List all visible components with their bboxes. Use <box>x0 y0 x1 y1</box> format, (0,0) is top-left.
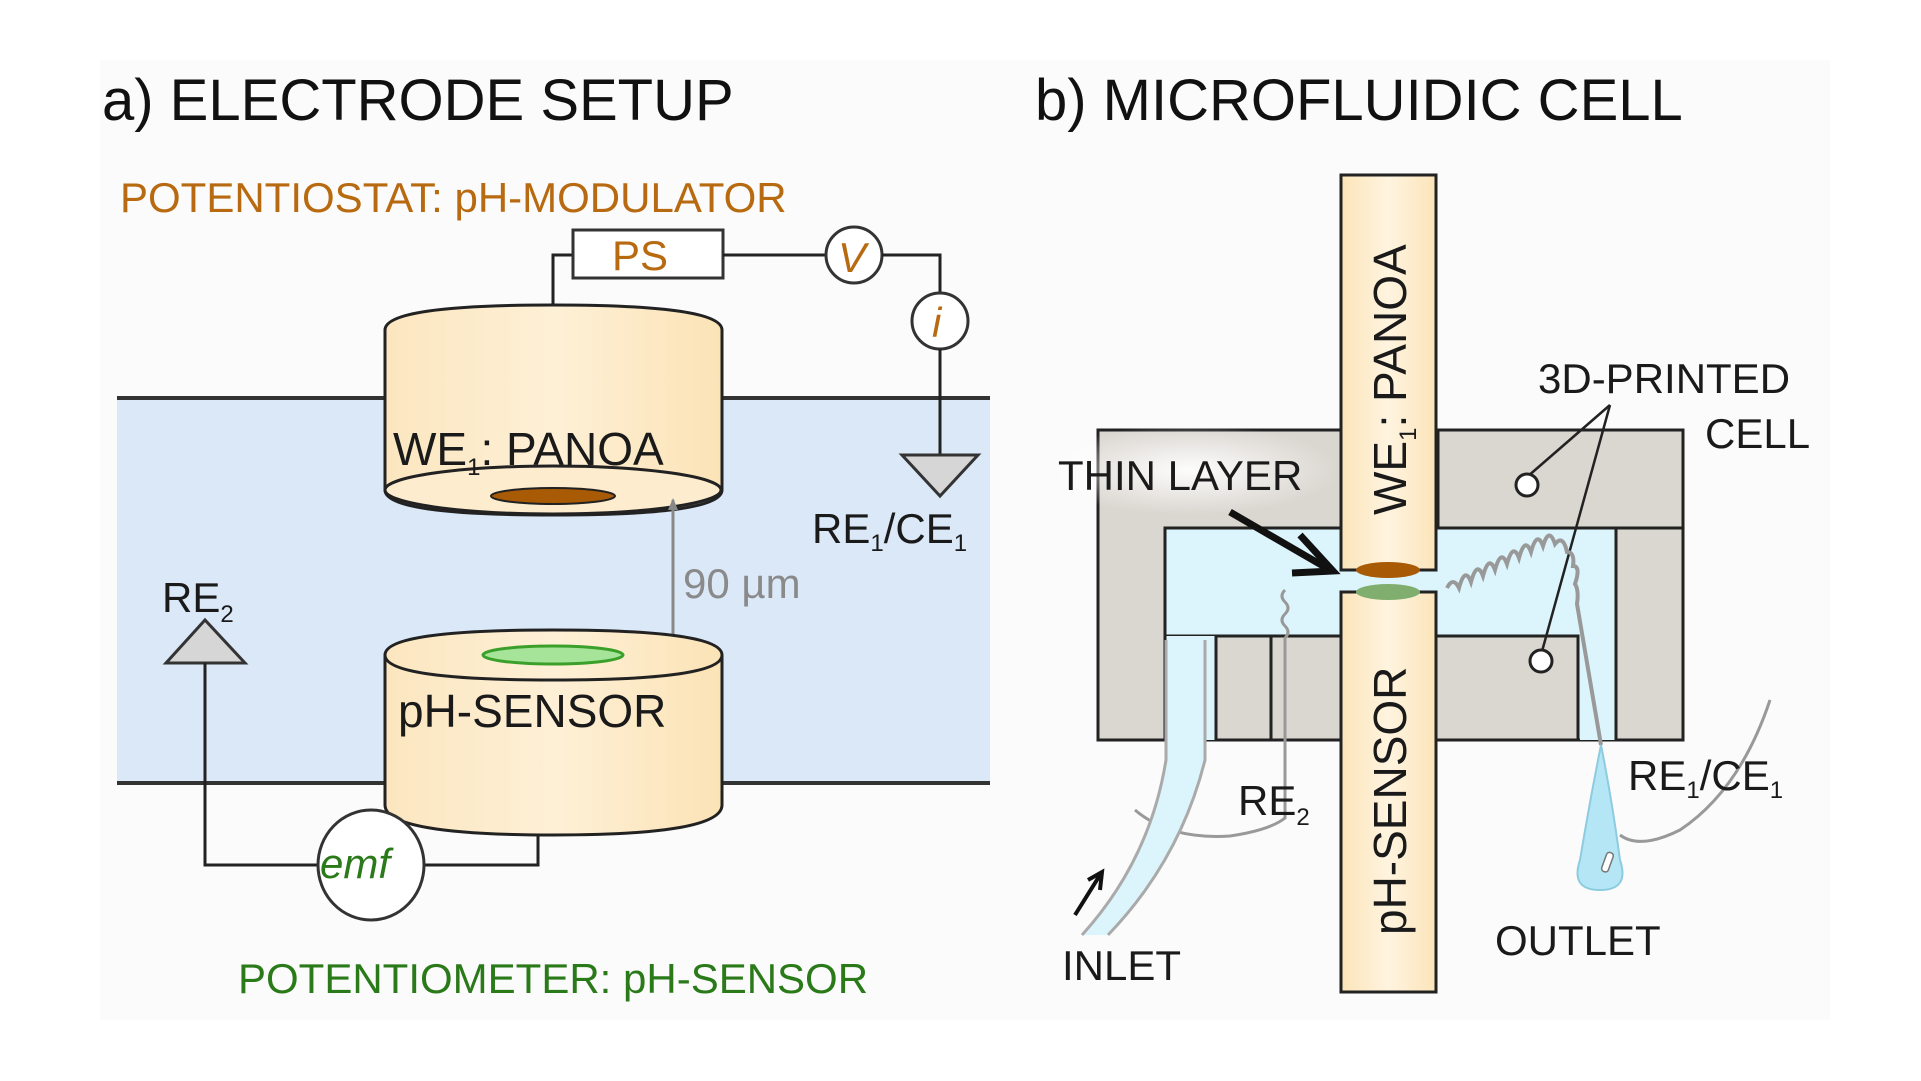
re1ce1-wire <box>1445 533 1603 746</box>
inlet-flow-arrow-icon <box>1073 873 1102 917</box>
panoa-film <box>490 487 616 505</box>
re2-label-b: RE2 <box>1238 777 1310 831</box>
ph-sensor-electrode <box>383 628 724 837</box>
gap-arrow-head-top <box>668 498 678 510</box>
gap-label: 90 µm <box>683 560 801 607</box>
inlet-tube <box>1082 640 1205 935</box>
re1ce1-label-b: RE1/CE1 <box>1628 752 1783 804</box>
re2-wire <box>1134 588 1290 838</box>
circuit-wire-v-i <box>882 253 942 293</box>
printed-cell-pointer-1 <box>1526 404 1611 478</box>
panoa-film-b <box>1356 562 1420 578</box>
thin-layer-arrow <box>1228 508 1332 574</box>
printed-cell-label-2: CELL <box>1705 410 1810 457</box>
printed-cell-marker-2 <box>1528 648 1554 674</box>
ph-sensor-label-a: pH-SENSOR <box>398 685 666 737</box>
ammeter-label: i <box>932 299 943 346</box>
printed-cell-label-1: 3D-PRINTED <box>1538 355 1790 402</box>
printed-cell-marker-1 <box>1514 472 1540 498</box>
we1-label: WE1: PANOA <box>393 423 664 481</box>
panel-a-title: a) ELECTRODE SETUP <box>102 68 734 133</box>
we1-bar <box>1339 173 1438 572</box>
thin-layer-label: THIN LAYER <box>1058 452 1302 499</box>
we1-vertical-label: WE1: PANOA <box>1364 244 1422 515</box>
ph-sensor-vertical-label: pH-SENSOR <box>1364 667 1416 935</box>
sensor-film-b <box>1356 584 1420 600</box>
panel-a: a) ELECTRODE SETUP POTENTIOSTAT: pH-MODU… <box>102 68 990 1002</box>
sensor-film <box>481 644 625 666</box>
re1ce1-label-a: RE1/CE1 <box>812 505 967 557</box>
circuit-wire-re2-emf <box>203 663 318 867</box>
circuit-wire-we1 <box>551 253 573 310</box>
printed-cell-pointer-2 <box>1539 404 1612 656</box>
re1ce1-electrode-icon <box>898 453 982 499</box>
printed-cell-right-wall <box>1614 526 1685 742</box>
re1ce1-external-wire <box>1619 699 1772 843</box>
inlet-label: INLET <box>1062 942 1181 989</box>
outlet-label: OUTLET <box>1495 917 1661 964</box>
re2-label-a: RE2 <box>162 574 234 628</box>
ph-sensor-bar <box>1339 590 1438 994</box>
panel-b-title: b) MICROFLUIDIC CELL <box>1035 68 1683 133</box>
printed-cell-block-1 <box>1214 634 1273 742</box>
potentiometer-label: POTENTIOMETER: pH-SENSOR <box>238 955 868 1002</box>
ps-label: PS <box>612 232 668 279</box>
we1-panoa-electrode <box>383 303 724 517</box>
emf-meter-icon <box>316 808 426 922</box>
emf-label: emf <box>320 840 394 887</box>
panel-b: b) MICROFLUIDIC CELL WE1: PANOA pH-SENSO… <box>1035 68 1810 994</box>
voltmeter-label: V <box>838 234 870 281</box>
circuit-wire-sensor-emf <box>424 835 540 867</box>
potentiostat-label: POTENTIOSTAT: pH-MODULATOR <box>120 174 787 221</box>
